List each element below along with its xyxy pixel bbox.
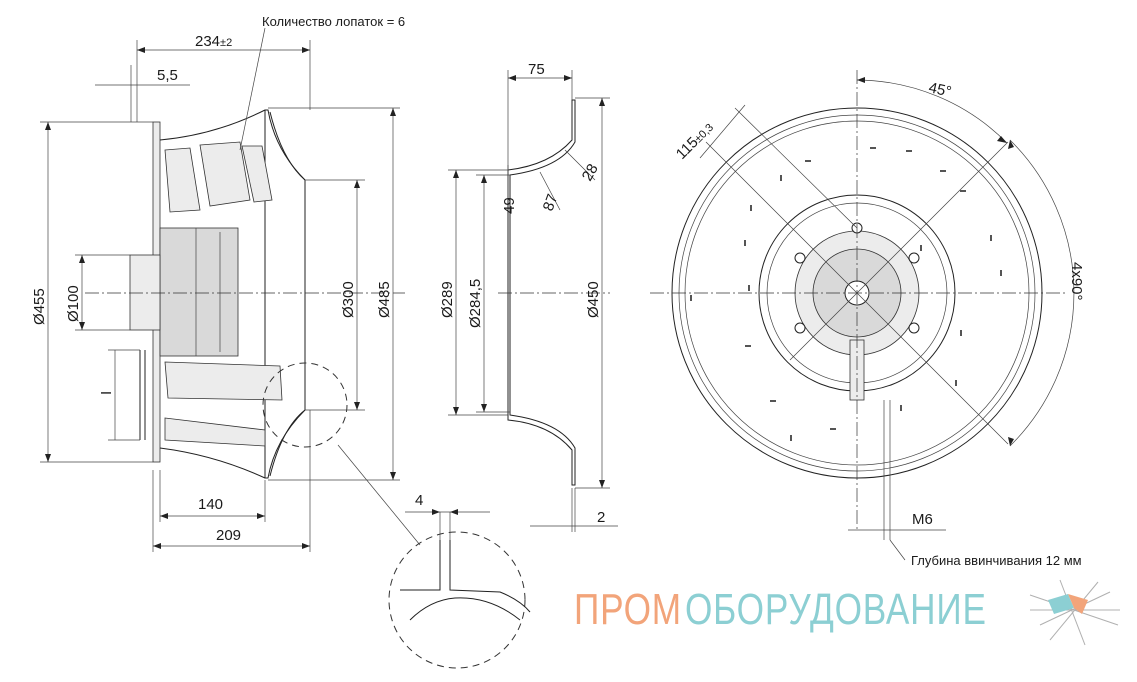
dim-140: 140 bbox=[198, 496, 223, 513]
mount-hole bbox=[908, 252, 920, 264]
blade bbox=[164, 147, 201, 213]
inlet-ring-section bbox=[507, 99, 576, 486]
dim-m6: M6 bbox=[912, 511, 933, 528]
detail-circle bbox=[388, 531, 526, 669]
front-view: 45° 115±0,3 4x90° M6 Глубина ввинчивания… bbox=[650, 70, 1085, 568]
dim-4: 4 bbox=[415, 492, 423, 509]
dim-d289: Ø289 bbox=[439, 281, 456, 318]
detail-marker-circle bbox=[262, 362, 348, 448]
logo: ПРОМ ОБОРУДОВАНИЕ bbox=[574, 580, 1062, 640]
mount-hole bbox=[794, 322, 806, 334]
dim-209: 209 bbox=[216, 527, 241, 544]
dim-234: 234±2 bbox=[195, 33, 232, 50]
dim-d455: Ø455 bbox=[31, 288, 48, 325]
dim-d450: Ø450 bbox=[585, 281, 602, 318]
blade-slots bbox=[690, 147, 1002, 441]
logo-word-teal: ОБОРУДОВАНИЕ bbox=[684, 585, 987, 634]
dim-49: 49 bbox=[501, 197, 518, 214]
dim-4x90-deg: 4x90° bbox=[1068, 262, 1085, 301]
dim-d284-5: Ø284,5 bbox=[467, 279, 484, 328]
motor-body bbox=[159, 227, 239, 357]
mount-hole bbox=[908, 322, 920, 334]
dim-45-deg: 45° bbox=[927, 79, 953, 100]
blade bbox=[164, 361, 283, 401]
blade-count-note: Количество лопаток = 6 bbox=[262, 14, 405, 29]
detail-view: 4 bbox=[388, 492, 531, 669]
label-i: I bbox=[98, 391, 115, 395]
dim-75: 75 bbox=[528, 61, 545, 78]
section-view: 75 28 87 49 Ø289 Ø284,5 Ø450 2 bbox=[439, 61, 618, 532]
logo-grid-icon bbox=[1029, 579, 1120, 646]
dim-87: 87 bbox=[540, 192, 562, 213]
dim-d485: Ø485 bbox=[376, 281, 393, 318]
logo-word-orange: ПРОМ bbox=[574, 585, 682, 634]
mount-hole bbox=[794, 252, 806, 264]
dim-d100: Ø100 bbox=[65, 285, 82, 322]
blade bbox=[199, 141, 251, 207]
dim-28: 28 bbox=[579, 161, 602, 184]
blade bbox=[164, 417, 266, 447]
dim-5-5: 5,5 bbox=[157, 67, 178, 84]
thread-depth-note: Глубина ввинчивания 12 мм bbox=[911, 553, 1082, 568]
blade bbox=[241, 145, 273, 203]
dim-d300: Ø300 bbox=[340, 281, 357, 318]
motor-hub bbox=[129, 254, 161, 331]
dim-2: 2 bbox=[597, 509, 605, 526]
side-view: Количество лопаток = 6 234±2 5,5 Ø455 Ø1… bbox=[31, 14, 421, 552]
dim-115: 115±0,3 bbox=[673, 119, 717, 163]
